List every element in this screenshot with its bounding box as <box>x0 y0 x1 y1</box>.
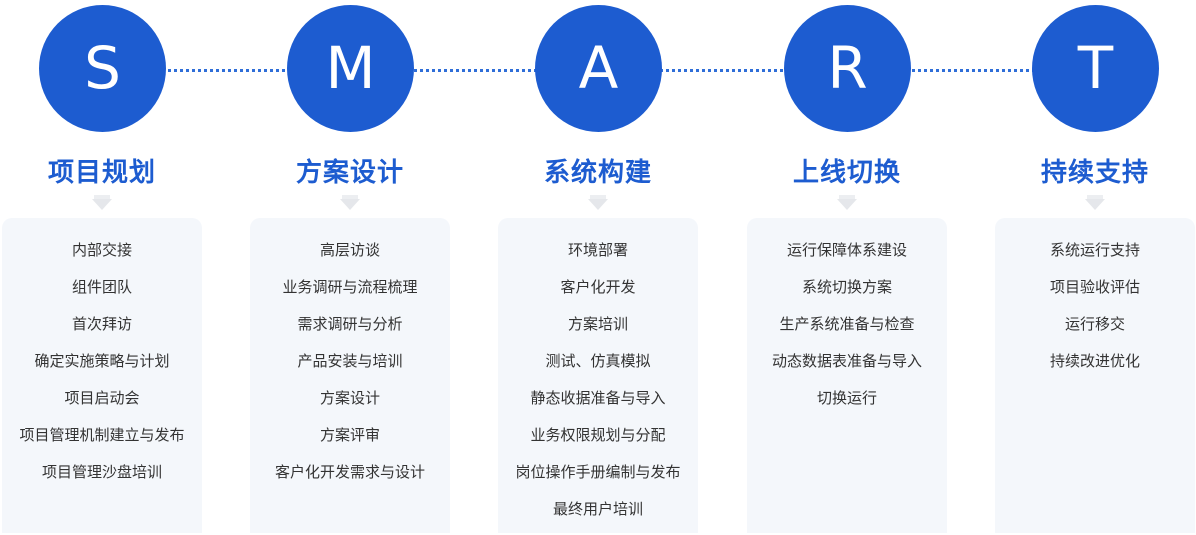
phase-letter-circle: R <box>784 5 911 132</box>
task-item: 客户化开发需求与设计 <box>274 463 425 481</box>
phase-task-panel: 系统运行支持 项目验收评估 运行移交 持续改进优化 <box>995 218 1195 533</box>
phase-task-panel: 高层访谈 业务调研与流程梳理 需求调研与分析 产品安装与培训 方案设计 方案评审… <box>250 218 450 533</box>
task-item: 内部交接 <box>71 241 132 259</box>
down-arrow-icon <box>92 199 112 210</box>
phase-letter-circle: S <box>39 5 166 132</box>
task-item: 业务权限规划与分配 <box>530 426 666 444</box>
task-list: 高层访谈 业务调研与流程梳理 需求调研与分析 产品安装与培训 方案设计 方案评审… <box>250 218 450 498</box>
task-list: 环境部署 客户化开发 方案培训 测试、仿真模拟 静态收据准备与导入 业务权限规划… <box>498 218 698 535</box>
task-item: 方案培训 <box>567 315 628 333</box>
task-item: 测试、仿真模拟 <box>545 352 651 370</box>
down-arrow-icon <box>1085 199 1105 210</box>
task-item: 持续改进优化 <box>1049 352 1140 370</box>
phase-title: 方案设计 <box>295 158 404 188</box>
phase-a: A 系统构建 环境部署 客户化开发 方案培训 测试、仿真模拟 静态收据准备与导入… <box>498 0 698 533</box>
down-arrow-stem <box>1087 195 1103 199</box>
task-item: 项目管理沙盘培训 <box>41 463 162 481</box>
task-item: 确定实施策略与计划 <box>34 352 170 370</box>
task-item: 系统切换方案 <box>801 278 892 296</box>
phase-title: 项目规划 <box>47 158 156 188</box>
phase-letter-circle: T <box>1032 5 1159 132</box>
task-item: 高层访谈 <box>319 241 380 259</box>
task-item: 静态收据准备与导入 <box>530 389 666 407</box>
task-list: 运行保障体系建设 系统切换方案 生产系统准备与检查 动态数据表准备与导入 切换运… <box>747 218 947 424</box>
phase-m: M 方案设计 高层访谈 业务调研与流程梳理 需求调研与分析 产品安装与培训 方案… <box>250 0 450 533</box>
task-item: 方案评审 <box>319 426 380 444</box>
task-item: 运行保障体系建设 <box>786 241 907 259</box>
phase-task-panel: 环境部署 客户化开发 方案培训 测试、仿真模拟 静态收据准备与导入 业务权限规划… <box>498 218 698 533</box>
phase-task-panel: 内部交接 组件团队 首次拜访 确定实施策略与计划 项目启动会 项目管理机制建立与… <box>2 218 202 533</box>
phase-letter-circle: A <box>535 5 662 132</box>
task-item: 岗位操作手册编制与发布 <box>515 463 681 481</box>
task-item: 项目管理机制建立与发布 <box>19 426 185 444</box>
task-item: 组件团队 <box>71 278 132 296</box>
phase-task-panel: 运行保障体系建设 系统切换方案 生产系统准备与检查 动态数据表准备与导入 切换运… <box>747 218 947 533</box>
phase-letter-circle: M <box>287 5 414 132</box>
task-item: 方案设计 <box>319 389 380 407</box>
down-arrow-stem <box>590 195 606 199</box>
phase-title: 持续支持 <box>1040 158 1149 188</box>
down-arrow-icon <box>837 199 857 210</box>
task-item: 首次拜访 <box>71 315 132 333</box>
task-list: 系统运行支持 项目验收评估 运行移交 持续改进优化 <box>995 218 1195 387</box>
task-item: 业务调研与流程梳理 <box>282 278 418 296</box>
task-item: 生产系统准备与检查 <box>779 315 915 333</box>
task-item: 运行移交 <box>1064 315 1125 333</box>
task-list: 内部交接 组件团队 首次拜访 确定实施策略与计划 项目启动会 项目管理机制建立与… <box>2 218 202 498</box>
down-arrow-icon <box>340 199 360 210</box>
task-item: 客户化开发 <box>560 278 636 296</box>
task-item: 动态数据表准备与导入 <box>771 352 922 370</box>
task-item: 环境部署 <box>567 241 628 259</box>
phase-s: S 项目规划 内部交接 组件团队 首次拜访 确定实施策略与计划 项目启动会 项目… <box>2 0 202 533</box>
down-arrow-stem <box>839 195 855 199</box>
task-item: 需求调研与分析 <box>297 315 403 333</box>
task-item: 项目验收评估 <box>1049 278 1140 296</box>
phase-t: T 持续支持 系统运行支持 项目验收评估 运行移交 持续改进优化 <box>995 0 1195 533</box>
down-arrow-icon <box>588 199 608 210</box>
phase-title: 上线切换 <box>792 158 901 188</box>
task-item: 产品安装与培训 <box>297 352 403 370</box>
task-item: 最终用户培训 <box>552 500 643 518</box>
phase-title: 系统构建 <box>543 158 652 188</box>
phase-r: R 上线切换 运行保障体系建设 系统切换方案 生产系统准备与检查 动态数据表准备… <box>747 0 947 533</box>
down-arrow-stem <box>342 195 358 199</box>
task-item: 系统运行支持 <box>1049 241 1140 259</box>
task-item: 项目启动会 <box>64 389 140 407</box>
down-arrow-stem <box>94 195 110 199</box>
task-item: 切换运行 <box>816 389 877 407</box>
